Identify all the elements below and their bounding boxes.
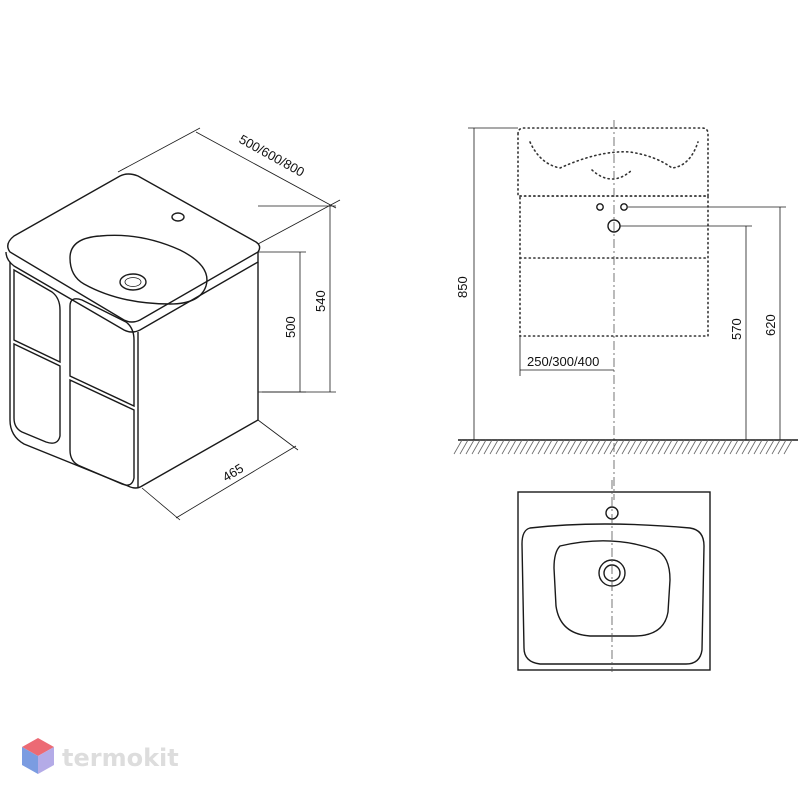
hatch-stroke — [513, 439, 523, 455]
hatch-stroke — [567, 439, 577, 455]
iso-drawer-front-right-top — [69, 298, 135, 408]
hatch-stroke — [573, 439, 583, 455]
front-height-620-label: 620 — [763, 314, 778, 336]
hatch-stroke — [459, 439, 469, 455]
plan-sink-rim — [521, 523, 705, 665]
hatch-stroke — [507, 439, 517, 455]
front-height-850-label: 850 — [455, 276, 470, 298]
hatch-stroke — [555, 439, 565, 455]
hatch-stroke — [519, 439, 529, 455]
front-offset-label: 250/300/400 — [527, 354, 599, 369]
hatch-stroke — [525, 439, 535, 455]
hatch-stroke — [741, 439, 751, 455]
hatch-stroke — [465, 439, 475, 455]
iso-depth-label: 465 — [220, 461, 246, 485]
hatch-stroke — [687, 439, 697, 455]
floor-hatch — [453, 439, 793, 455]
iso-drain — [119, 273, 147, 291]
hatch-stroke — [639, 439, 649, 455]
isometric-cabinet-view: 500/600/800 500 540 465 — [5, 127, 341, 521]
front-tap-hole-right — [620, 203, 628, 211]
iso-basin — [69, 234, 208, 305]
plan-basin — [553, 540, 671, 637]
hatch-stroke — [771, 439, 781, 455]
termokit-watermark: termokit — [22, 738, 179, 774]
hatch-stroke — [579, 439, 589, 455]
hatch-stroke — [621, 439, 631, 455]
hatch-stroke — [705, 439, 715, 455]
hatch-stroke — [561, 439, 571, 455]
iso-width-label: 500/600/800 — [237, 132, 308, 180]
hatch-stroke — [471, 439, 481, 455]
hatch-stroke — [549, 439, 559, 455]
hatch-stroke — [651, 439, 661, 455]
hatch-stroke — [489, 439, 499, 455]
hatch-stroke — [633, 439, 643, 455]
front-tap-hole-left — [596, 203, 604, 211]
hatch-stroke — [729, 439, 739, 455]
hatch-stroke — [711, 439, 721, 455]
hatch-stroke — [753, 439, 763, 455]
hatch-stroke — [615, 439, 625, 455]
hatch-stroke — [609, 439, 619, 455]
iso-drawer-front-right-bottom — [69, 378, 135, 486]
front-sink-outline — [517, 127, 709, 197]
iso-height-500-label: 500 — [283, 316, 298, 338]
hatch-stroke — [765, 439, 775, 455]
hatch-stroke — [597, 439, 607, 455]
iso-drawer-front-left-bottom — [13, 342, 61, 444]
iso-sink-top — [7, 173, 261, 323]
hatch-stroke — [783, 439, 793, 455]
hatch-stroke — [675, 439, 685, 455]
hatch-stroke — [501, 439, 511, 455]
hatch-stroke — [477, 439, 487, 455]
hatch-stroke — [681, 439, 691, 455]
hatch-stroke — [777, 439, 787, 455]
hatch-stroke — [735, 439, 745, 455]
hatch-stroke — [669, 439, 679, 455]
hatch-stroke — [627, 439, 637, 455]
iso-tap-hole — [171, 212, 185, 222]
hatch-stroke — [717, 439, 727, 455]
hatch-stroke — [543, 439, 553, 455]
iso-drawer-front-left-top — [13, 268, 61, 364]
front-elevation-view: 850 570 620 250/300/400 — [453, 120, 798, 500]
front-height-570-label: 570 — [729, 318, 744, 340]
hatch-stroke — [759, 439, 769, 455]
hatch-stroke — [453, 439, 463, 455]
hatch-stroke — [495, 439, 505, 455]
top-plan-view — [517, 480, 711, 672]
hatch-stroke — [603, 439, 613, 455]
hatch-stroke — [657, 439, 667, 455]
watermark-brand-text: termokit — [62, 744, 179, 772]
hatch-stroke — [723, 439, 733, 455]
hatch-stroke — [531, 439, 541, 455]
hatch-stroke — [693, 439, 703, 455]
termokit-cube-icon — [22, 738, 54, 774]
hatch-stroke — [483, 439, 493, 455]
hatch-stroke — [537, 439, 547, 455]
hatch-stroke — [747, 439, 757, 455]
hatch-stroke — [699, 439, 709, 455]
hatch-stroke — [663, 439, 673, 455]
hatch-stroke — [591, 439, 601, 455]
hatch-stroke — [585, 439, 595, 455]
iso-height-540-label: 540 — [313, 290, 328, 312]
iso-cabinet-body — [9, 262, 259, 489]
plan-outline — [517, 491, 711, 671]
iso-sink-top-edge — [5, 251, 259, 333]
hatch-stroke — [645, 439, 655, 455]
